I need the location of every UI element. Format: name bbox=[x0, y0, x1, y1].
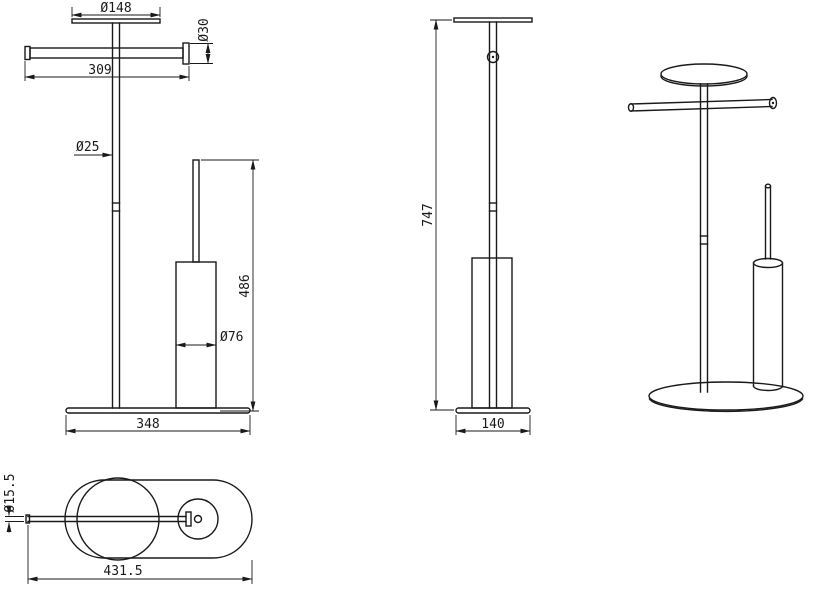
roll-bar-flange bbox=[182, 42, 190, 65]
top-plate-rim bbox=[660, 75, 748, 87]
roll-bar-end-cap bbox=[24, 45, 31, 61]
dimension-brush-height: 486 bbox=[201, 159, 259, 412]
side-view-outline bbox=[453, 17, 533, 414]
base-plate-rim bbox=[648, 398, 804, 413]
dimension-plate-diameter: Ø148 bbox=[71, 1, 161, 18]
roll-bar-edge-line bbox=[630, 98, 773, 105]
dim-label-base-depth: 140 bbox=[481, 417, 504, 432]
dim-label-flange-diameter: Ø30 bbox=[197, 18, 212, 41]
side-view: 747 140 bbox=[421, 17, 533, 435]
dimension-base-width: 348 bbox=[65, 415, 251, 435]
dim-label-overall-length: 431.5 bbox=[103, 564, 142, 579]
brush-holder-cylinder bbox=[471, 257, 513, 409]
dim-label-tube-diameter: Ø15.5 bbox=[3, 473, 18, 512]
roll-bar-tube bbox=[29, 47, 184, 59]
dimension-overall-length: 431.5 bbox=[27, 525, 253, 584]
brush-holder-bottom-arc bbox=[752, 385, 784, 392]
brush-holder-top-ellipse bbox=[752, 257, 784, 269]
base-plate-outline bbox=[64, 479, 253, 559]
top-plate-circle bbox=[76, 477, 160, 561]
base-plate-edge bbox=[455, 407, 531, 414]
roll-bar-end-circle bbox=[486, 50, 500, 64]
dimension-pole-diameter: Ø25 bbox=[74, 140, 113, 158]
top-plate-ellipse bbox=[660, 63, 748, 85]
roll-bar-flange bbox=[185, 511, 192, 527]
dimension-bar-length: 309 bbox=[24, 61, 190, 81]
dim-label-base-width: 348 bbox=[136, 417, 159, 432]
roll-bar-edge-line bbox=[630, 105, 773, 112]
dimension-tube-diameter: Ø15.5 bbox=[3, 473, 24, 533]
roll-bar-flange bbox=[768, 96, 778, 110]
brush-holder-circle bbox=[177, 498, 219, 540]
brush-handle-cap bbox=[764, 183, 772, 189]
perspective-view bbox=[627, 63, 804, 413]
dim-label-holder-diameter: Ø76 bbox=[220, 330, 243, 345]
front-view: Ø148 Ø30 309 Ø25 486 Ø76 bbox=[24, 1, 259, 435]
base-plate-ellipse bbox=[648, 381, 804, 411]
brush-handle-circle bbox=[193, 514, 203, 524]
dimension-flange-diameter: Ø30 bbox=[190, 18, 213, 64]
top-view-outline bbox=[25, 477, 253, 561]
dim-label-bar-length: 309 bbox=[88, 63, 111, 78]
dimension-overall-height: 747 bbox=[421, 19, 454, 411]
base-plate-edge bbox=[65, 407, 251, 414]
dim-label-pole-diameter: Ø25 bbox=[76, 140, 99, 155]
roll-bar-end-cap bbox=[25, 514, 31, 524]
brush-handle bbox=[192, 159, 200, 263]
dim-label-overall-height: 747 bbox=[421, 203, 436, 226]
brush-holder-cylinder bbox=[175, 261, 217, 409]
top-view: Ø15.5 431.5 bbox=[3, 473, 253, 584]
dim-label-brush-height: 486 bbox=[238, 274, 253, 297]
top-plate-edge bbox=[453, 17, 533, 23]
dimension-base-depth: 140 bbox=[455, 415, 531, 435]
dim-label-plate-diameter: Ø148 bbox=[100, 1, 131, 16]
front-view-outline bbox=[24, 18, 251, 414]
roll-bar-center-dot bbox=[491, 55, 495, 59]
roll-bar-center-dot bbox=[771, 101, 775, 105]
top-plate-edge bbox=[71, 18, 161, 24]
roll-bar-end-cap bbox=[627, 102, 635, 112]
dimension-holder-diameter: Ø76 bbox=[175, 330, 243, 348]
